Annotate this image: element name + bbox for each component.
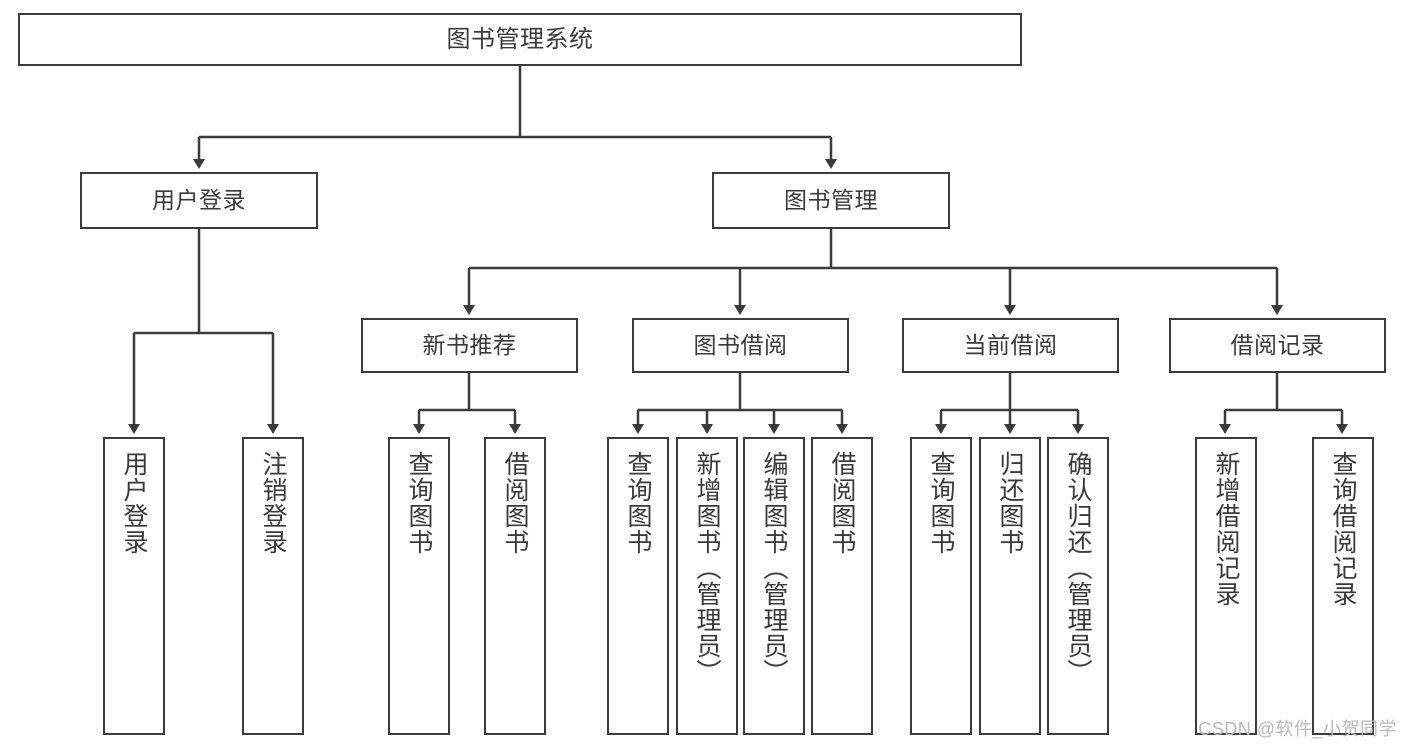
- leaf-edit-book-admin[interactable]: 编辑图书（管理员）: [743, 437, 805, 735]
- leaf-add-book-admin[interactable]: 新增图书（管理员）: [676, 437, 738, 735]
- node-label: 查询借阅记录: [1329, 451, 1357, 607]
- node-book-management[interactable]: 图书管理: [712, 172, 950, 229]
- node-user-login[interactable]: 用户登录: [80, 172, 318, 229]
- leaf-borrow-book-new[interactable]: 借阅图书: [484, 437, 546, 735]
- leaf-query-book-new[interactable]: 查询图书: [388, 437, 450, 735]
- node-label: 编辑图书（管理员）: [760, 451, 788, 685]
- node-label: 借阅记录: [1230, 332, 1325, 359]
- node-borrowing-records[interactable]: 借阅记录: [1169, 318, 1386, 373]
- node-label: 确认归还（管理员）: [1064, 451, 1092, 685]
- node-label: 图书管理: [784, 187, 878, 214]
- node-label: 查询图书: [927, 451, 955, 555]
- node-label: 图书借阅: [693, 332, 788, 359]
- node-label: 新增借阅记录: [1212, 451, 1240, 607]
- node-label: 查询图书: [405, 451, 433, 555]
- node-current-borrowing[interactable]: 当前借阅: [902, 318, 1119, 373]
- node-book-borrowing[interactable]: 图书借阅: [632, 318, 849, 373]
- node-label: 当前借阅: [963, 332, 1058, 359]
- node-label: 新增图书（管理员）: [693, 451, 721, 685]
- node-label: 借阅图书: [501, 451, 529, 555]
- node-label: 用户登录: [152, 187, 246, 214]
- node-label: 归还图书: [996, 451, 1024, 555]
- leaf-logout[interactable]: 注销登录: [242, 437, 304, 735]
- leaf-user-login[interactable]: 用户登录: [103, 437, 165, 735]
- node-label: 新书推荐: [422, 332, 517, 359]
- leaf-query-borrow-record[interactable]: 查询借阅记录: [1312, 437, 1374, 735]
- leaf-return-book[interactable]: 归还图书: [979, 437, 1041, 735]
- node-label: 查询图书: [624, 451, 652, 555]
- csdn-watermark: CSDN @软件_小贺同学: [1198, 719, 1397, 739]
- node-label: 借阅图书: [828, 451, 856, 555]
- leaf-add-borrow-record[interactable]: 新增借阅记录: [1195, 437, 1257, 735]
- node-label: 图书管理系统: [446, 25, 594, 53]
- leaf-query-book-borrow[interactable]: 查询图书: [607, 437, 669, 735]
- leaf-confirm-return-admin[interactable]: 确认归还（管理员）: [1047, 437, 1109, 735]
- node-label: 注销登录: [259, 451, 287, 555]
- node-new-book-recommendation[interactable]: 新书推荐: [361, 318, 578, 373]
- node-label: 用户登录: [120, 451, 148, 555]
- node-root-library-system[interactable]: 图书管理系统: [18, 13, 1022, 66]
- leaf-query-book-current[interactable]: 查询图书: [910, 437, 972, 735]
- leaf-borrow-book[interactable]: 借阅图书: [811, 437, 873, 735]
